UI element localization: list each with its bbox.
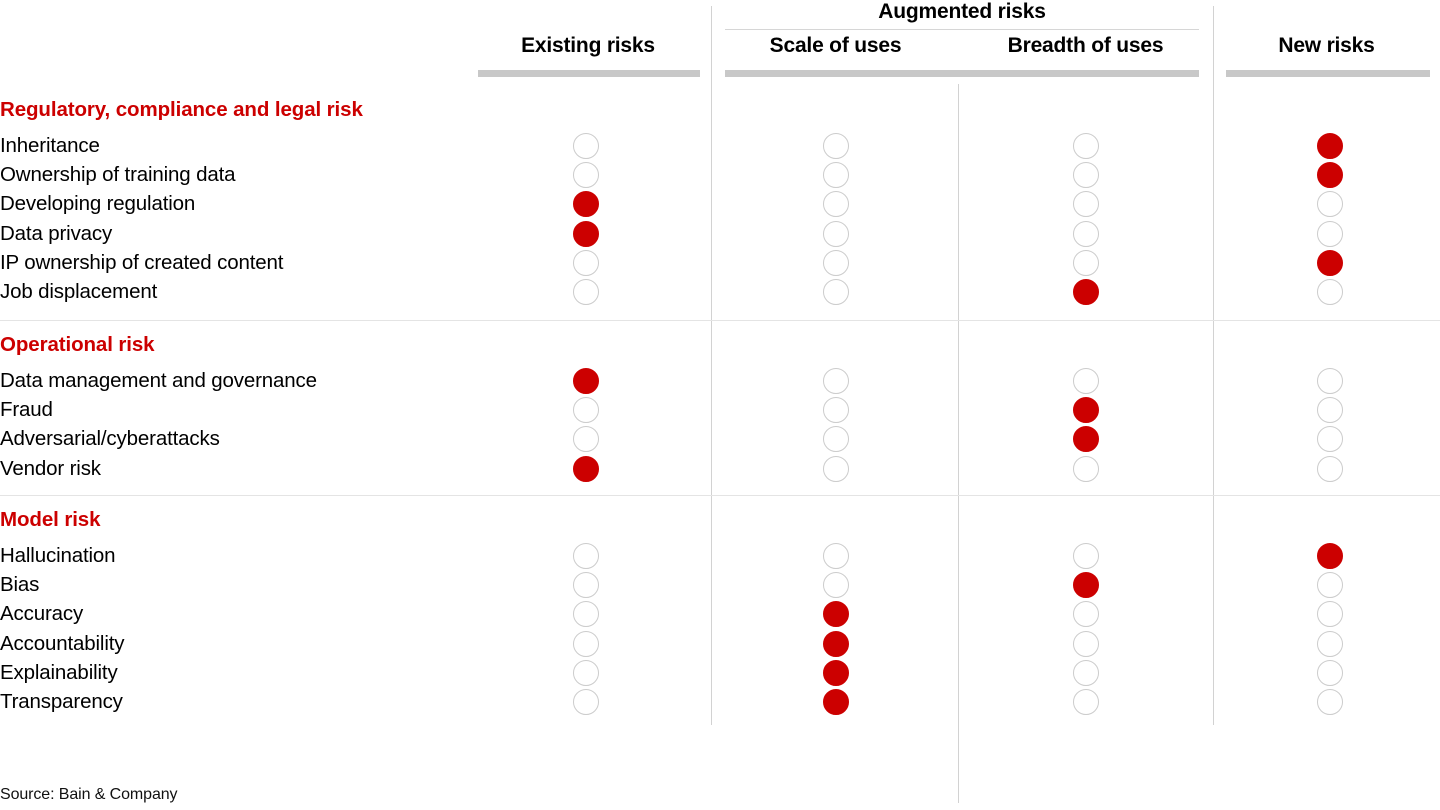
- row-label-accuracy: Accuracy: [0, 602, 84, 626]
- dot-accuracy-new-risks-empty: [1317, 601, 1343, 628]
- row-label-hallucination: Hallucination: [0, 544, 116, 567]
- dot-adversarial-cyberattacks-scale-of-uses-empty: [823, 426, 849, 453]
- dot-accountability-scale-of-uses-filled: [823, 630, 849, 657]
- dot-adversarial-cyberattacks-existing-risks-empty: [573, 426, 599, 453]
- dot-accountability-breadth-of-uses-empty: [1073, 630, 1099, 657]
- column-header-scale-of-uses: Scale of uses: [769, 34, 902, 57]
- source-note: Source: Bain & Company: [0, 786, 178, 803]
- column-divider-2: [958, 84, 959, 803]
- dot-fraud-scale-of-uses-empty: [823, 397, 849, 424]
- section-title-operational-risk: Operational risk: [0, 333, 155, 356]
- dot-ip-ownership-of-created-content-scale-of-uses-empty: [823, 249, 849, 276]
- dot-vendor-risk-existing-risks-filled: [573, 455, 599, 482]
- dot-ownership-of-training-data-new-risks-filled: [1317, 162, 1343, 189]
- dot-bias-breadth-of-uses-filled: [1073, 572, 1099, 599]
- dot-hallucination-breadth-of-uses-empty: [1073, 543, 1099, 569]
- row-label-data-management-and-governance: Data management and governance: [0, 369, 317, 392]
- dot-transparency-new-risks-empty: [1317, 689, 1343, 715]
- dot-developing-regulation-scale-of-uses-empty: [823, 191, 849, 218]
- row-label-adversarial-cyberattacks: Adversarial/cyberattacks: [0, 427, 220, 451]
- dot-adversarial-cyberattacks-breadth-of-uses-filled: [1073, 426, 1099, 453]
- column-rule-augmented-risks: [725, 70, 1199, 77]
- dot-bias-scale-of-uses-empty: [823, 572, 849, 599]
- dot-accountability-existing-risks-empty: [573, 630, 599, 657]
- dot-adversarial-cyberattacks-new-risks-empty: [1317, 426, 1343, 453]
- section-title-regulatory-compliance-and-legal-risk: Regulatory, compliance and legal risk: [0, 98, 363, 121]
- dot-vendor-risk-breadth-of-uses-empty: [1073, 455, 1099, 482]
- column-group-underline: [725, 29, 1199, 30]
- dot-ownership-of-training-data-existing-risks-empty: [573, 162, 599, 189]
- column-divider-3: [1213, 6, 1214, 725]
- chart-header: Augmented risks Existing risks Scale of …: [0, 0, 1440, 84]
- row-label-inheritance: Inheritance: [0, 134, 100, 157]
- dot-data-privacy-scale-of-uses-empty: [823, 220, 849, 247]
- row-label-data-privacy: Data privacy: [0, 221, 113, 245]
- dot-accuracy-scale-of-uses-filled: [823, 601, 849, 628]
- section-title-model-risk: Model risk: [0, 508, 101, 531]
- dot-transparency-breadth-of-uses-empty: [1073, 689, 1099, 715]
- row-label-ownership-of-training-data: Ownership of training data: [0, 163, 236, 187]
- dot-vendor-risk-scale-of-uses-empty: [823, 455, 849, 482]
- dot-accountability-new-risks-empty: [1317, 630, 1343, 657]
- dot-fraud-breadth-of-uses-filled: [1073, 397, 1099, 424]
- row-label-developing-regulation: Developing regulation: [0, 192, 196, 216]
- row-label-job-displacement: Job displacement: [0, 280, 158, 303]
- dot-explainability-new-risks-empty: [1317, 659, 1343, 686]
- dot-bias-new-risks-empty: [1317, 572, 1343, 599]
- row-label-accountability: Accountability: [0, 631, 125, 655]
- dot-job-displacement-existing-risks-empty: [573, 279, 599, 305]
- dot-explainability-existing-risks-empty: [573, 659, 599, 686]
- row-label-explainability: Explainability: [0, 660, 118, 684]
- dot-hallucination-new-risks-filled: [1317, 543, 1343, 569]
- row-label-bias: Bias: [0, 573, 40, 597]
- dot-data-management-and-governance-existing-risks-filled: [573, 368, 599, 394]
- dot-explainability-scale-of-uses-filled: [823, 659, 849, 686]
- dot-inheritance-existing-risks-empty: [573, 133, 599, 159]
- column-header-breadth-of-uses: Breadth of uses: [1007, 34, 1164, 57]
- dot-explainability-breadth-of-uses-empty: [1073, 659, 1099, 686]
- dot-job-displacement-new-risks-empty: [1317, 279, 1343, 305]
- column-header-new-risks: New risks: [1278, 34, 1375, 57]
- column-header-existing-risks: Existing risks: [521, 34, 655, 57]
- dot-data-management-and-governance-scale-of-uses-empty: [823, 368, 849, 394]
- dot-job-displacement-scale-of-uses-empty: [823, 279, 849, 305]
- column-rule-new-risks: [1226, 70, 1430, 77]
- section-divider-1: [0, 320, 1440, 321]
- dot-accuracy-breadth-of-uses-empty: [1073, 601, 1099, 628]
- dot-job-displacement-breadth-of-uses-filled: [1073, 279, 1099, 305]
- dot-accuracy-existing-risks-empty: [573, 601, 599, 628]
- dot-inheritance-breadth-of-uses-empty: [1073, 133, 1099, 159]
- dot-ownership-of-training-data-breadth-of-uses-empty: [1073, 162, 1099, 189]
- dot-data-privacy-breadth-of-uses-empty: [1073, 220, 1099, 247]
- dot-ownership-of-training-data-scale-of-uses-empty: [823, 162, 849, 189]
- section-divider-2: [0, 495, 1440, 496]
- dot-developing-regulation-new-risks-empty: [1317, 191, 1343, 218]
- row-label-transparency: Transparency: [0, 690, 123, 713]
- dot-data-privacy-new-risks-empty: [1317, 220, 1343, 247]
- dot-ip-ownership-of-created-content-breadth-of-uses-empty: [1073, 249, 1099, 276]
- dot-developing-regulation-existing-risks-filled: [573, 191, 599, 218]
- column-divider-1: [711, 6, 712, 725]
- row-label-vendor-risk: Vendor risk: [0, 456, 101, 480]
- dot-transparency-scale-of-uses-filled: [823, 689, 849, 715]
- dot-data-management-and-governance-breadth-of-uses-empty: [1073, 368, 1099, 394]
- row-label-fraud: Fraud: [0, 398, 53, 422]
- dot-hallucination-existing-risks-empty: [573, 543, 599, 569]
- dot-hallucination-scale-of-uses-empty: [823, 543, 849, 569]
- dot-fraud-new-risks-empty: [1317, 397, 1343, 424]
- dot-inheritance-scale-of-uses-empty: [823, 133, 849, 159]
- dot-ip-ownership-of-created-content-existing-risks-empty: [573, 249, 599, 276]
- dot-developing-regulation-breadth-of-uses-empty: [1073, 191, 1099, 218]
- dot-data-management-and-governance-new-risks-empty: [1317, 368, 1343, 394]
- column-rule-existing-risks: [478, 70, 700, 77]
- column-group-augmented-risks-label: Augmented risks: [878, 0, 1046, 23]
- dot-transparency-existing-risks-empty: [573, 689, 599, 715]
- dot-data-privacy-existing-risks-filled: [573, 220, 599, 247]
- dot-bias-existing-risks-empty: [573, 572, 599, 599]
- row-label-ip-ownership-of-created-content: IP ownership of created content: [0, 250, 284, 274]
- dot-fraud-existing-risks-empty: [573, 397, 599, 424]
- dot-ip-ownership-of-created-content-new-risks-filled: [1317, 249, 1343, 276]
- dot-vendor-risk-new-risks-empty: [1317, 455, 1343, 482]
- dot-inheritance-new-risks-filled: [1317, 133, 1343, 159]
